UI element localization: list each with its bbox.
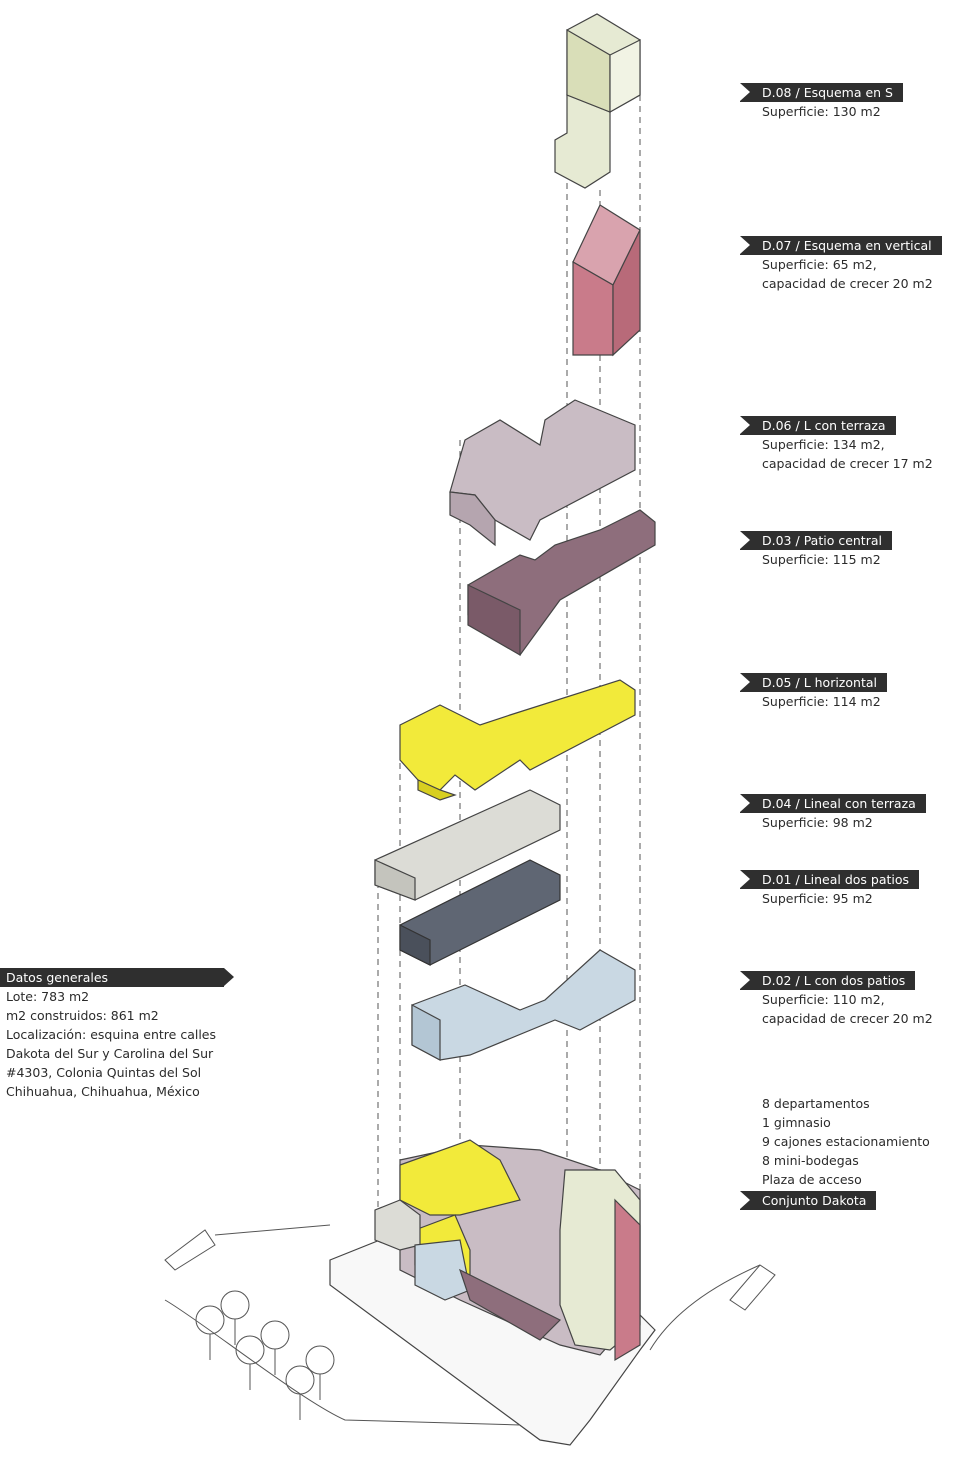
- general-data-title: Datos generales: [0, 968, 234, 987]
- unit-label-d03: D.03 / Patio central Superficie: 115 m2: [740, 530, 960, 569]
- unit-area: Superficie: 134 m2,: [762, 437, 885, 452]
- unit-tag: D.01 / Lineal dos patios: [740, 870, 920, 889]
- complex-name-tag: Conjunto Dakota: [740, 1191, 877, 1210]
- unit-area: Superficie: 65 m2,: [762, 257, 877, 272]
- unit-tag: D.05 / L horizontal: [740, 673, 887, 692]
- block-d08: [554, 13, 641, 189]
- unit-growth: capacidad de crecer 17 m2: [762, 456, 933, 471]
- block-d07: [572, 204, 641, 357]
- unit-label-d01: D.01 / Lineal dos patios Superficie: 95 …: [740, 869, 960, 908]
- block-d03: [467, 509, 656, 657]
- unit-tag: D.02 / L con dos patios: [740, 971, 916, 990]
- unit-growth: capacidad de crecer 20 m2: [762, 1011, 933, 1026]
- general-data-line: Dakota del Sur y Carolina del Sur: [6, 1046, 214, 1061]
- unit-area: Superficie: 115 m2: [762, 552, 881, 567]
- unit-tag: D.08 / Esquema en S: [740, 83, 903, 102]
- unit-label-d06: D.06 / L con terraza Superficie: 134 m2,…: [740, 415, 960, 473]
- summary-item: Plaza de acceso: [762, 1172, 862, 1187]
- unit-tag: D.04 / Lineal con terraza: [740, 794, 926, 813]
- block-d04: [374, 789, 561, 901]
- unit-area: Superficie: 130 m2: [762, 104, 881, 119]
- general-data-line: Lote: 783 m2: [6, 989, 90, 1004]
- block-d05: [399, 679, 636, 801]
- summary-item: 9 cajones estacionamiento: [762, 1134, 930, 1149]
- general-data-panel: Datos generales Lote: 783 m2 m2 construi…: [0, 968, 260, 1101]
- block-d06: [449, 399, 636, 547]
- tree-icons: [195, 1290, 335, 1420]
- general-data-line: Chihuahua, Chihuahua, México: [6, 1084, 200, 1099]
- summary-item: 1 gimnasio: [762, 1115, 831, 1130]
- unit-area: Superficie: 98 m2: [762, 815, 873, 830]
- unit-tag: D.06 / L con terraza: [740, 416, 896, 435]
- unit-growth: capacidad de crecer 20 m2: [762, 276, 933, 291]
- site-context: [164, 1224, 776, 1426]
- complex-summary: 8 departamentos 1 gimnasio 9 cajones est…: [740, 1094, 960, 1210]
- unit-label-d07: D.07 / Esquema en vertical Superficie: 6…: [740, 235, 960, 293]
- block-d01: [399, 859, 561, 966]
- unit-area: Superficie: 110 m2,: [762, 992, 885, 1007]
- block-d02: [411, 949, 636, 1062]
- summary-item: 8 departamentos: [762, 1096, 870, 1111]
- unit-label-d08: D.08 / Esquema en S Superficie: 130 m2: [740, 82, 960, 121]
- unit-label-d05: D.05 / L horizontal Superficie: 114 m2: [740, 672, 960, 711]
- general-data-line: Localización: esquina entre calles: [6, 1027, 217, 1042]
- unit-tag: D.03 / Patio central: [740, 531, 892, 550]
- unit-label-d02: D.02 / L con dos patios Superficie: 110 …: [740, 970, 960, 1028]
- unit-area: Superficie: 114 m2: [762, 694, 881, 709]
- unit-label-d04: D.04 / Lineal con terraza Superficie: 98…: [740, 793, 960, 832]
- assembled-complex: [329, 1139, 656, 1446]
- unit-area: Superficie: 95 m2: [762, 891, 873, 906]
- general-data-line: #4303, Colonia Quintas del Sol: [6, 1065, 202, 1080]
- general-data-line: m2 construidos: 861 m2: [6, 1008, 159, 1023]
- unit-tag: D.07 / Esquema en vertical: [740, 236, 942, 255]
- summary-item: 8 mini-bodegas: [762, 1153, 859, 1168]
